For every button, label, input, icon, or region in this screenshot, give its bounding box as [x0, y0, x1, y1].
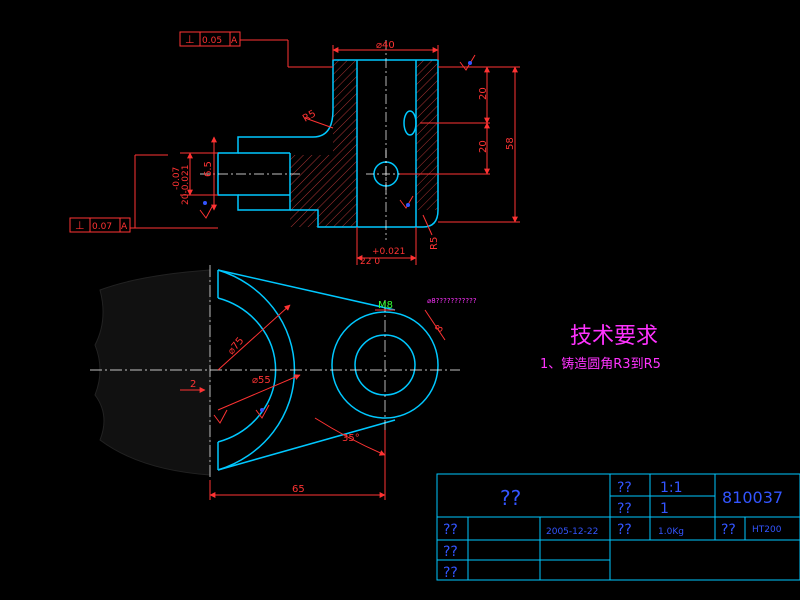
- hatch-left-wall: [333, 60, 357, 227]
- front-view: ⌀40 20 20 58 6.5 -0.07 20-0.021 R5 R5 +0…: [69, 31, 520, 267]
- top-view: ⌀75 ⌀55 2 65 35° 8 M8 ⌀8???????????: [90, 265, 477, 500]
- dim-2: 2: [190, 379, 196, 390]
- title-block-scale-label: ??: [617, 480, 632, 496]
- gdt-frame-top: ⊥ 0.05 A: [179, 31, 241, 47]
- notes-title: 技术要求: [570, 324, 659, 349]
- dim-22-plus: +0.021: [372, 247, 405, 257]
- title-block-approver-label: ??: [443, 565, 458, 581]
- title-block-material-label: ??: [721, 522, 736, 538]
- note-label: ⌀8???????????: [427, 297, 477, 305]
- dim-58: 58: [505, 137, 516, 150]
- gdt-frame-left: ⊥ 0.07 A: [69, 217, 131, 233]
- arm-bottom-edge: [217, 419, 396, 471]
- side-hole: [403, 110, 417, 136]
- dim-20b: 20: [478, 140, 489, 153]
- svg-text:A: A: [231, 36, 238, 46]
- title-block-qty: 1: [660, 501, 669, 517]
- title-block-weight: 1.0Kg: [658, 527, 684, 537]
- dim-20a: 20: [478, 87, 489, 100]
- notes-item-1: 1、铸造圆角R3到R5: [540, 357, 661, 372]
- dim-tol-mid: 20-0.021: [181, 165, 191, 205]
- surface-mark-icon: [199, 54, 476, 219]
- hatch-arm: [290, 155, 333, 227]
- dim-d40: ⌀40: [376, 40, 395, 51]
- title-block-drawing-no: 810037: [722, 488, 783, 507]
- svg-text:0.07: 0.07: [92, 222, 112, 232]
- title-block: [436, 473, 800, 581]
- title-block-weight-label: ??: [617, 522, 632, 538]
- svg-text:⊥: ⊥: [185, 33, 195, 46]
- dim-d75: ⌀75: [226, 335, 246, 356]
- title-block-material: HT200: [752, 525, 782, 535]
- arm-top-edge: [217, 269, 396, 311]
- dim-22: 22 0: [360, 257, 380, 267]
- title-block-qty-label: ??: [617, 501, 632, 517]
- dim-d55: ⌀55: [252, 375, 271, 386]
- title-block-designer-label: ??: [443, 522, 458, 538]
- title-block-scale: 1:1: [660, 480, 683, 496]
- hatch-right-wall: [416, 60, 438, 210]
- dim-m8: M8: [378, 300, 393, 311]
- dim-r5-bottom: R5: [429, 237, 440, 250]
- svg-text:⊥: ⊥: [75, 219, 85, 232]
- title-block-checker-label: ??: [443, 544, 458, 560]
- title-block-date: 2005-12-22: [546, 527, 598, 537]
- break-region: [94, 269, 211, 476]
- svg-text:0.05: 0.05: [202, 36, 222, 46]
- dim-tol-top: -0.07: [172, 167, 182, 190]
- dim-6-5: 6.5: [203, 161, 214, 177]
- dim-8: 8: [433, 323, 446, 335]
- surface-mark-icon: [213, 404, 270, 424]
- svg-text:A: A: [121, 222, 128, 232]
- dim-65: 65: [292, 484, 305, 495]
- title-block-name: ??: [500, 486, 521, 510]
- dim-angle-35: 35°: [342, 433, 360, 444]
